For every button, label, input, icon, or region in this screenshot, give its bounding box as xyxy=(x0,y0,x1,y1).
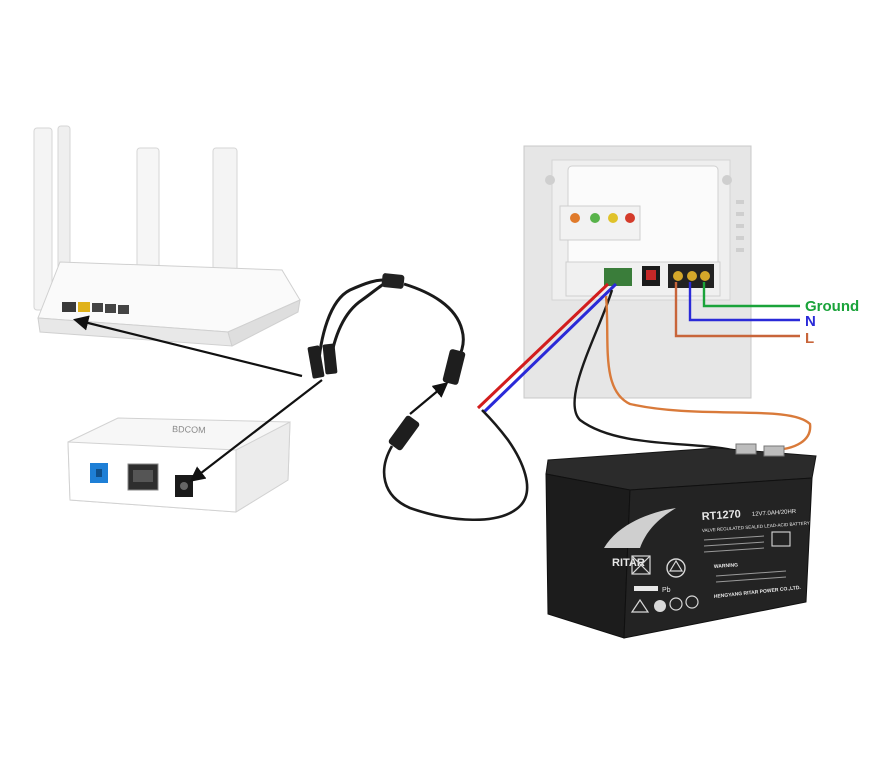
battery-front xyxy=(623,477,813,639)
router-wan-port xyxy=(78,302,90,312)
ground-label: Ground xyxy=(805,298,859,315)
battery-warning-title: WARNING xyxy=(714,562,739,570)
no-fire-icon xyxy=(654,600,666,612)
splitter-branch-2 xyxy=(328,280,389,365)
battery-negative-terminal xyxy=(735,443,757,455)
battery-negative-wire xyxy=(573,289,741,454)
live-wire xyxy=(674,282,800,338)
battery-positive-wire xyxy=(604,295,812,452)
battery-positive-terminal xyxy=(763,445,785,457)
onu-brand-label: BDCOM xyxy=(172,424,206,435)
battery-side xyxy=(545,473,631,639)
battery-lead-mark: Pb xyxy=(662,587,671,594)
recycle-icon xyxy=(666,558,686,578)
splitter-branch-1 xyxy=(316,278,385,373)
dc-plug-onu xyxy=(322,343,338,375)
battery-brand: RITAR xyxy=(612,557,645,569)
ups-led-2 xyxy=(590,213,600,223)
arrow-to-onu xyxy=(189,379,323,482)
connection-arrows xyxy=(73,315,449,482)
neutral-wire xyxy=(688,282,800,322)
battery-wires xyxy=(573,289,812,454)
crossed-bin-icon xyxy=(631,555,651,575)
wifi-router xyxy=(33,125,301,347)
dc-plug-ups xyxy=(388,415,420,451)
battery-rating: 12V7.0AH/20HR xyxy=(752,509,797,518)
splitter-junction xyxy=(381,273,405,289)
dc-cables xyxy=(307,273,529,522)
ground-wire xyxy=(702,282,800,308)
ups-output-cable xyxy=(382,409,529,522)
dc-negative-wire xyxy=(482,282,618,414)
warning-triangle-icon xyxy=(630,598,650,613)
neutral-label: N xyxy=(805,313,816,330)
battery: RITAR RT1270 12V7.0AH/20HR VALVE REGULAT… xyxy=(545,443,817,639)
ups-dc-terminal xyxy=(604,268,632,286)
ups-led-4 xyxy=(625,213,635,223)
ups-led-1 xyxy=(570,213,580,223)
ups-led-3 xyxy=(608,213,618,223)
dc-positive-wire xyxy=(476,282,610,410)
eye-protection-icon xyxy=(669,597,683,611)
live-label: L xyxy=(805,330,814,347)
router-power-port xyxy=(62,302,76,312)
ritar-logo-icon xyxy=(604,508,676,548)
ul-mark-icon xyxy=(771,531,791,547)
dc-jack-splitter xyxy=(442,349,466,385)
dc-output-wires xyxy=(476,282,618,414)
battery-model: RT1270 xyxy=(701,508,741,523)
dc-plug-router xyxy=(307,345,325,379)
router-antenna-1 xyxy=(33,127,53,311)
ups-led-board xyxy=(559,205,641,241)
battery-fine-print xyxy=(703,535,787,583)
manual-icon xyxy=(685,595,699,609)
arrow-to-jack xyxy=(409,382,449,415)
ups-power-box xyxy=(523,145,752,399)
ac-input-wires: Ground N L xyxy=(674,282,859,347)
arrow-to-router xyxy=(73,315,303,378)
onu-device: BDCOM xyxy=(67,417,291,513)
